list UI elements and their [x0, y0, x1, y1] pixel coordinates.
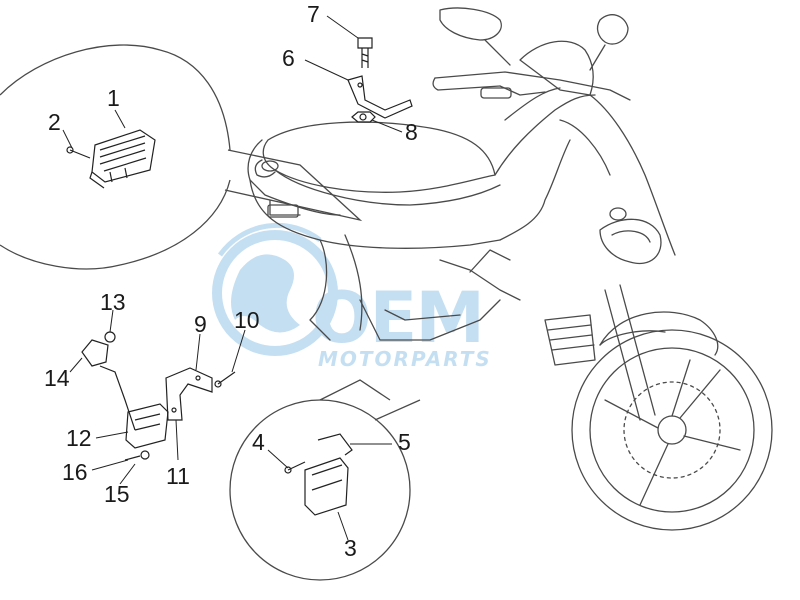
- label-part-7: 7: [307, 1, 320, 27]
- watermark-brand: OEM: [312, 277, 483, 359]
- label-part-14: 14: [44, 365, 70, 391]
- part-labels: 1 2 3 4 5 6 7 8 9 10 11 12 13 14 15 16: [44, 1, 418, 561]
- part-screw-4: [284, 461, 306, 474]
- label-part-12: 12: [66, 425, 92, 451]
- part-regulator-12: [125, 403, 169, 449]
- leader-lines: [62, 15, 403, 541]
- handlebar: [434, 71, 631, 101]
- front-wheel: [571, 329, 773, 531]
- watermark: OEM MOTORPARTS: [212, 222, 492, 371]
- part-screw-10: [214, 371, 236, 388]
- label-part-2: 2: [48, 109, 61, 135]
- part-nut-8: [351, 111, 376, 123]
- label-part-16: 16: [62, 459, 88, 485]
- seat: [262, 121, 496, 193]
- label-part-9: 9: [194, 311, 207, 337]
- part-bracket-9-11: [165, 367, 213, 421]
- front-fender: [599, 311, 719, 356]
- globe-logo-icon: [212, 222, 338, 356]
- label-part-13: 13: [100, 289, 126, 315]
- callout-top-left: [0, 44, 363, 270]
- label-part-15: 15: [104, 481, 130, 507]
- tail-section: [247, 139, 341, 216]
- part-connector-13-14: [81, 331, 136, 431]
- front-fork: [604, 289, 641, 421]
- label-part-11: 11: [166, 463, 190, 489]
- front-shield: [494, 94, 596, 176]
- label-part-5: 5: [398, 429, 411, 455]
- scooter-outline: [247, 7, 773, 531]
- label-part-8: 8: [405, 119, 418, 145]
- mirror-left: [439, 7, 502, 41]
- windscreen: [519, 40, 594, 96]
- part-bolt-7: [357, 37, 373, 68]
- part-regulator-1: [89, 129, 156, 189]
- headlight: [599, 218, 662, 265]
- part-control-unit-3: [304, 433, 353, 516]
- part-screw-2: [66, 146, 91, 159]
- label-part-1: 1: [107, 85, 120, 111]
- part-screw-15-16: [124, 450, 150, 461]
- label-part-10: 10: [234, 307, 260, 333]
- label-part-4: 4: [252, 429, 265, 455]
- part-bracket-6: [347, 75, 413, 119]
- label-part-3: 3: [344, 535, 357, 561]
- watermark-subtitle: MOTORPARTS: [318, 347, 492, 371]
- body-panel: [249, 179, 501, 249]
- label-part-6: 6: [282, 45, 295, 71]
- callout-bottom: [229, 379, 421, 581]
- mirror-right: [596, 14, 629, 45]
